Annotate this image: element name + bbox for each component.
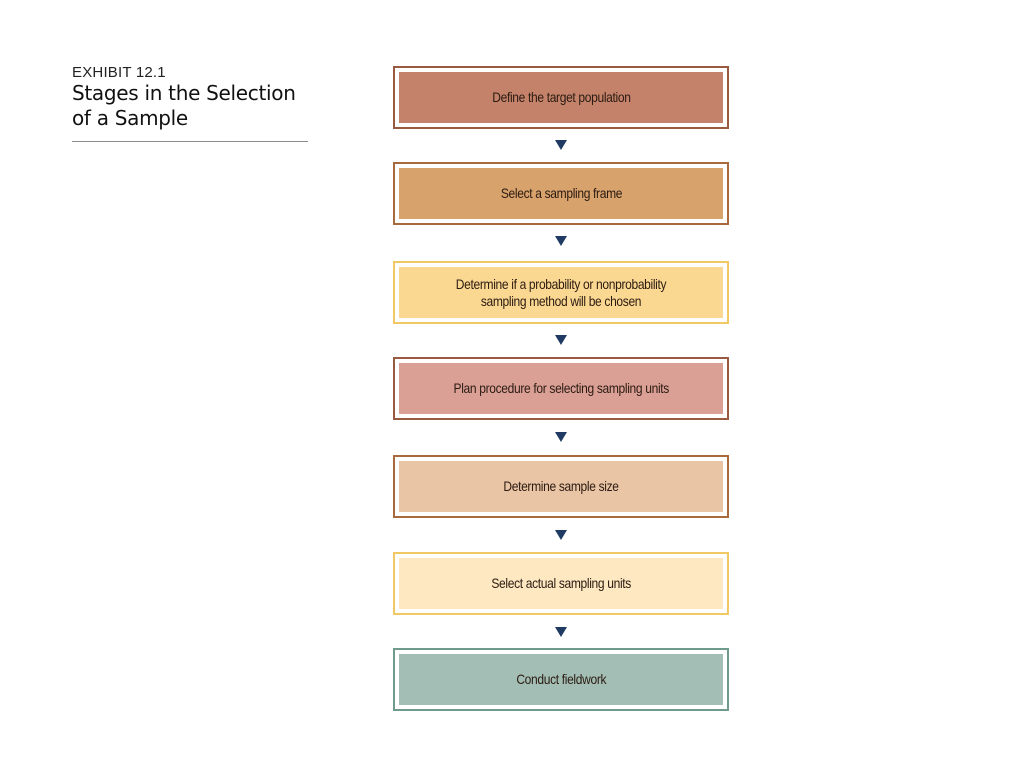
flow-step-label: Determine if a probability or nonprobabi… bbox=[455, 275, 667, 309]
flow-step-fill: Select a sampling frame bbox=[399, 168, 723, 219]
flow-step-select-actual-units: Select actual sampling units bbox=[393, 552, 729, 615]
flow-step-label: Plan procedure for selecting sampling un… bbox=[453, 380, 669, 396]
flow-step-label: Define the target population bbox=[491, 89, 631, 105]
flow-step-select-sampling-frame: Select a sampling frame bbox=[393, 162, 729, 225]
down-arrow-icon bbox=[555, 335, 567, 345]
flow-step-fill: Define the target population bbox=[399, 72, 723, 123]
flow-step-determine-sample-size: Determine sample size bbox=[393, 455, 729, 518]
down-arrow-icon bbox=[555, 627, 567, 637]
exhibit-title: Stages in the Selection of a Sample bbox=[72, 81, 296, 130]
down-arrow-icon bbox=[555, 236, 567, 246]
flow-step-plan-procedure: Plan procedure for selecting sampling un… bbox=[393, 357, 729, 420]
flow-step-label: Conduct fieldwork bbox=[516, 671, 606, 687]
flow-step-determine-sampling-method: Determine if a probability or nonprobabi… bbox=[393, 261, 729, 324]
flow-step-label: Determine sample size bbox=[503, 478, 619, 494]
flow-step-label: Select actual sampling units bbox=[491, 575, 631, 591]
down-arrow-icon bbox=[555, 140, 567, 150]
flow-step-fill: Plan procedure for selecting sampling un… bbox=[399, 363, 723, 414]
down-arrow-icon bbox=[555, 432, 567, 442]
flow-step-define-target-population: Define the target population bbox=[393, 66, 729, 129]
exhibit-header: EXHIBIT 12.1 Stages in the Selection of … bbox=[72, 64, 308, 142]
flow-step-conduct-fieldwork: Conduct fieldwork bbox=[393, 648, 729, 711]
flow-step-fill: Determine sample size bbox=[399, 461, 723, 512]
flow-step-fill: Determine if a probability or nonprobabi… bbox=[399, 267, 723, 318]
flow-step-fill: Select actual sampling units bbox=[399, 558, 723, 609]
flow-step-fill: Conduct fieldwork bbox=[399, 654, 723, 705]
flow-step-label: Select a sampling frame bbox=[500, 185, 622, 201]
exhibit-number: EXHIBIT 12.1 bbox=[72, 64, 166, 81]
down-arrow-icon bbox=[555, 530, 567, 540]
